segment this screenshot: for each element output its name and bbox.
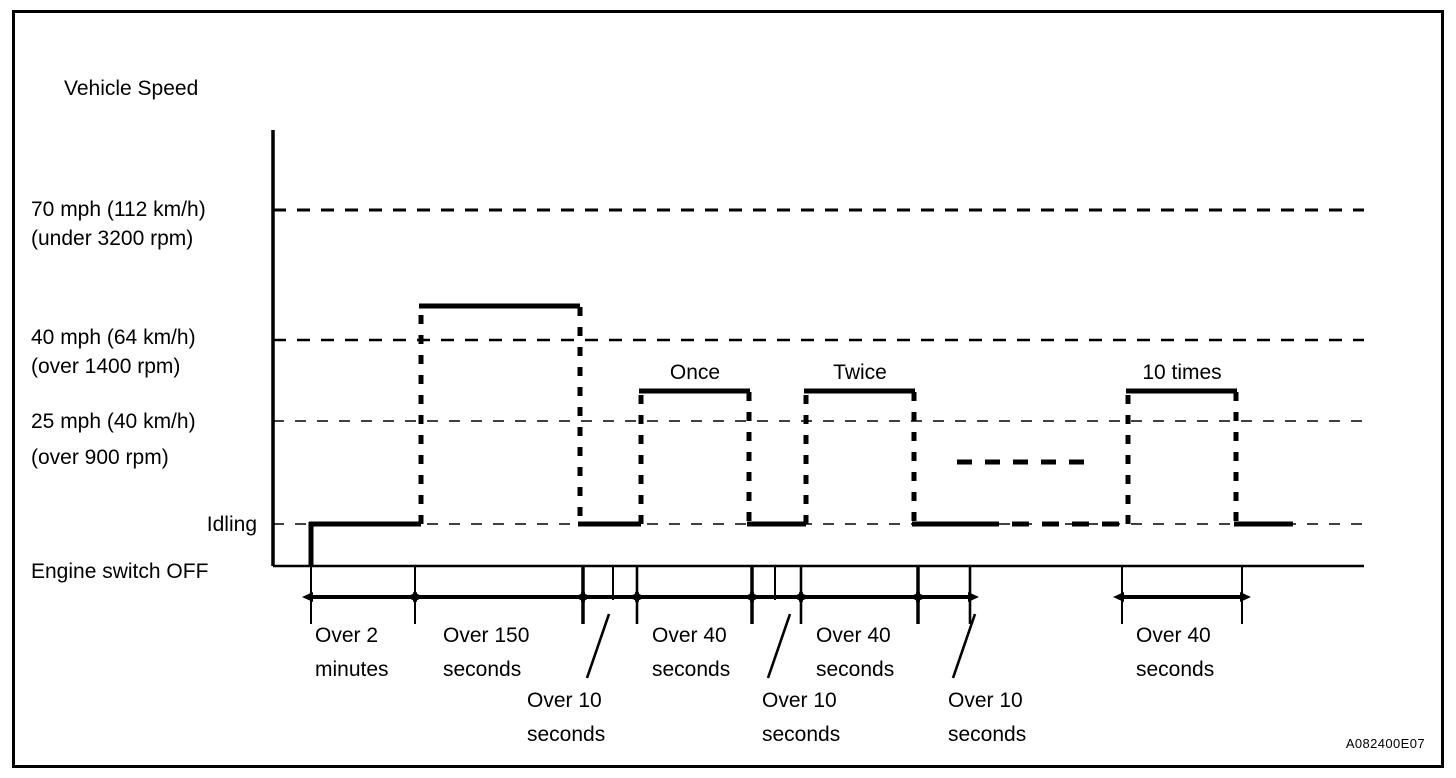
dim-label-over-150-seconds-line1: Over 150: [443, 624, 529, 647]
dimension-leaders: [585, 613, 977, 679]
y-tick-25mph-line1: 25 mph (40 km/h): [31, 410, 196, 433]
dim-label-over-40-seconds-1-line2: seconds: [652, 658, 730, 681]
leader-over-10-seconds-1: [585, 613, 611, 679]
y-tick-70mph-line1: 70 mph (112 km/h): [31, 198, 206, 221]
dim-label-over-10-seconds-3-line2: seconds: [948, 723, 1026, 746]
dim-label-over-2-minutes-line1: Over 2: [315, 624, 378, 647]
dim-label-over-40-seconds-3-line1: Over 40: [1136, 624, 1211, 647]
dim-label-over-10-seconds-2-line2: seconds: [762, 723, 840, 746]
pulse-label-ten-times: 10 times: [1142, 361, 1221, 384]
leader-over-10-seconds-2: [766, 613, 792, 679]
y-tick-40mph-line2: (over 1400 rpm): [31, 355, 180, 378]
y-tick-70mph-line2: (under 3200 rpm): [31, 227, 193, 250]
pulse-label-once: Once: [670, 361, 720, 384]
y-axis-title: Vehicle Speed: [64, 77, 198, 100]
dim-label-over-40-seconds-2-line1: Over 40: [816, 624, 891, 647]
dim-label-over-40-seconds-3-line2: seconds: [1136, 658, 1214, 681]
dim-label-over-40-seconds-1-line1: Over 40: [652, 624, 727, 647]
dim-label-over-10-seconds-1-line2: seconds: [527, 723, 605, 746]
dim-label-over-10-seconds-3-line1: Over 10: [948, 689, 1023, 712]
y-tick-idling: Idling: [207, 513, 257, 536]
dim-label-over-150-seconds-line2: seconds: [443, 658, 521, 681]
y-tick-40mph-line1: 40 mph (64 km/h): [31, 326, 196, 349]
pulse-label-twice: Twice: [833, 361, 887, 384]
leader-over-10-seconds-3: [951, 613, 977, 679]
figure-code: A082400E07: [1346, 736, 1425, 751]
y-tick-25mph-line2: (over 900 rpm): [31, 446, 169, 469]
speed-waveform: [308, 303, 1293, 567]
dim-label-over-10-seconds-2-line1: Over 10: [762, 689, 837, 712]
baseline-label: Engine switch OFF: [31, 560, 208, 583]
dim-label-over-10-seconds-1-line1: Over 10: [527, 689, 602, 712]
dim-label-over-2-minutes-line2: minutes: [315, 658, 389, 681]
dim-label-over-40-seconds-2-line2: seconds: [816, 658, 894, 681]
